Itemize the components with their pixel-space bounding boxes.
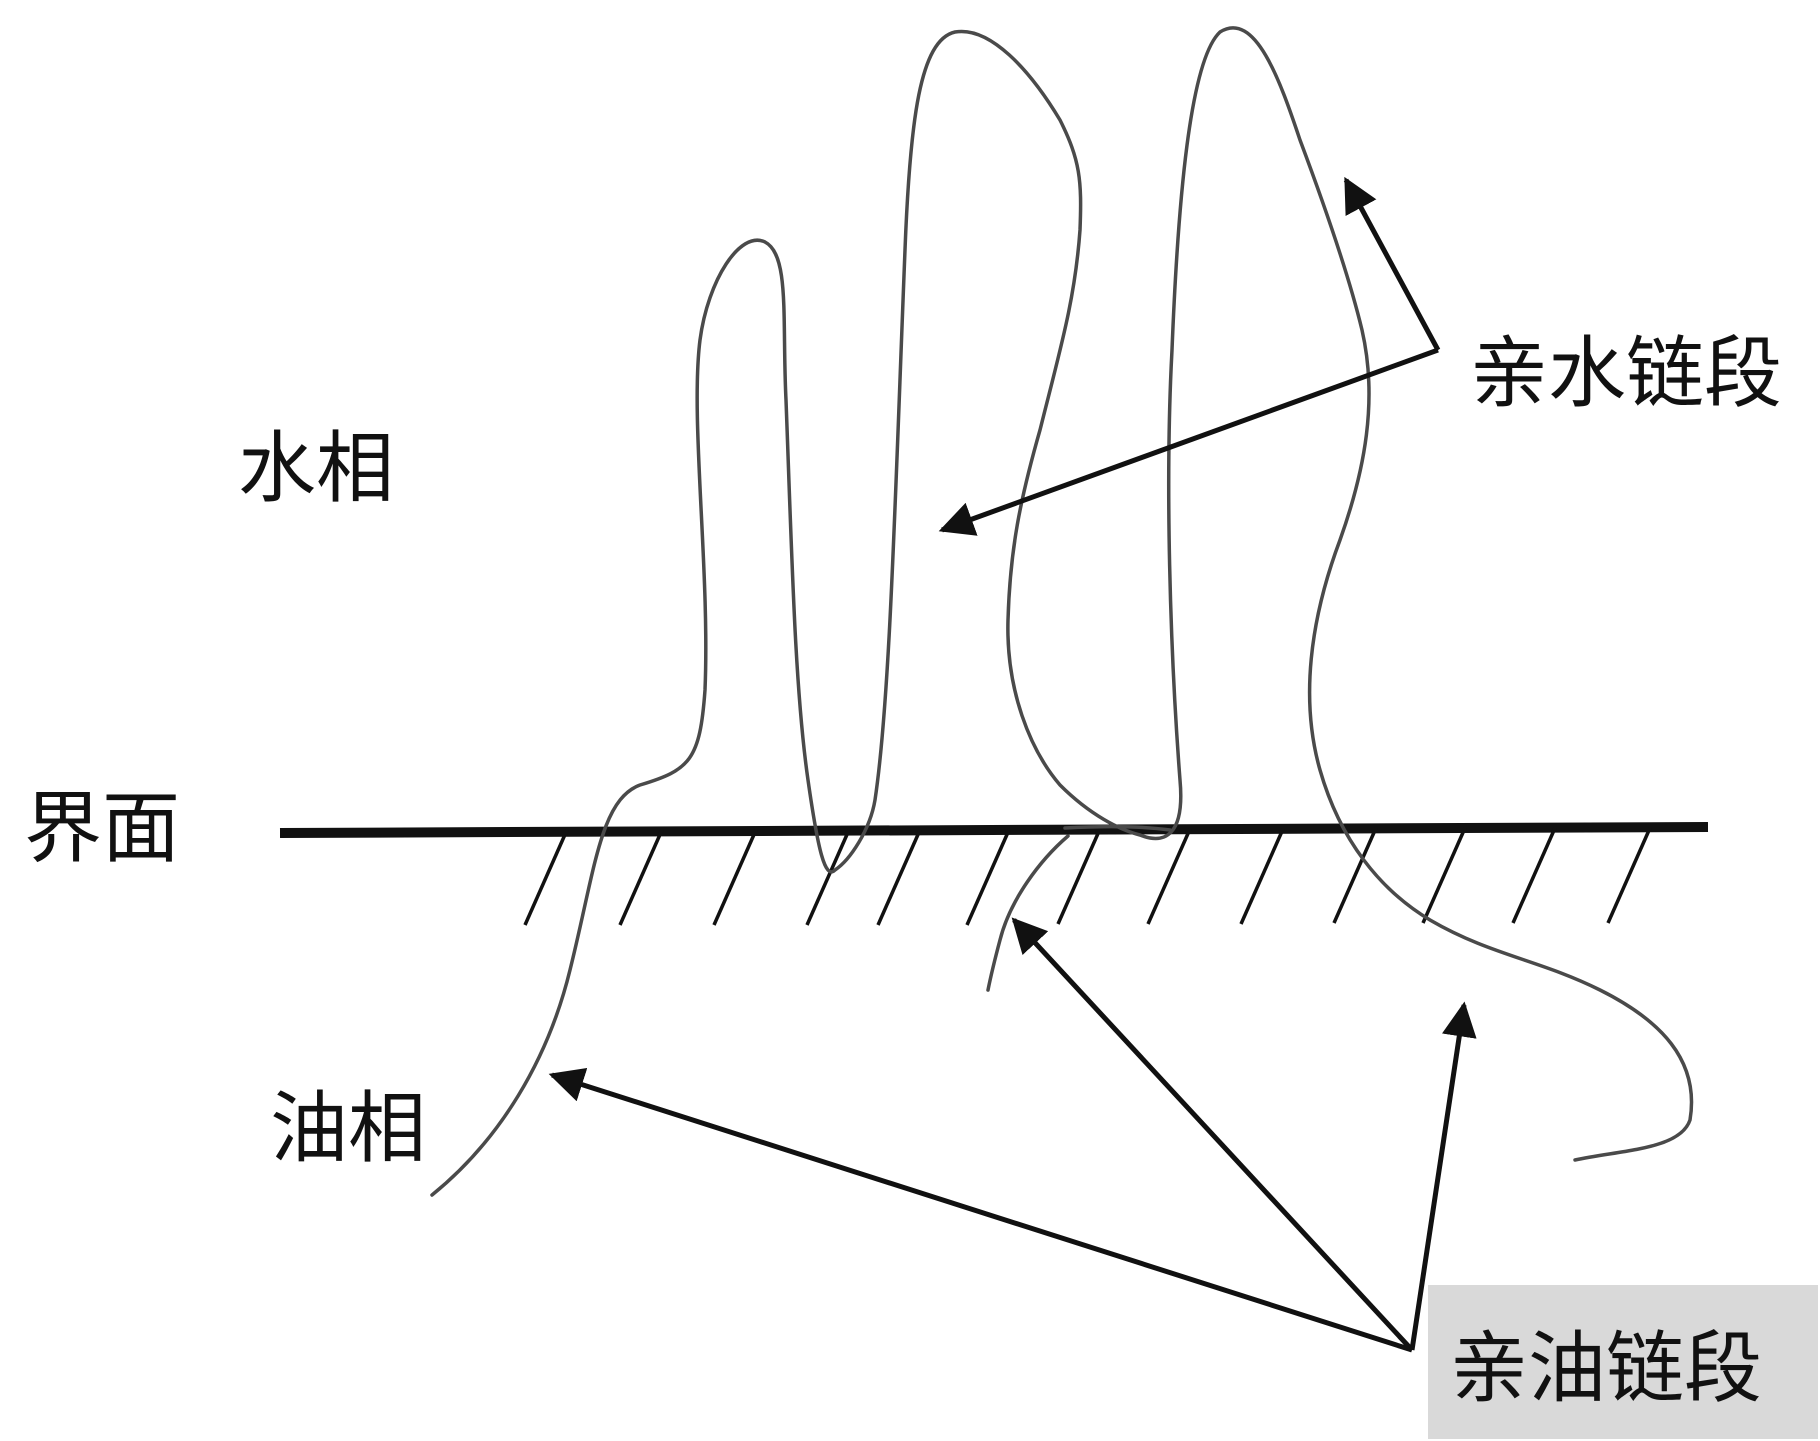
- oil-phase-label: 油相: [270, 1084, 426, 1174]
- polymer-chain: [430, 26, 1694, 1197]
- lipophilic-arrows: [548, 917, 1477, 1353]
- hydrophilic-segment-label: 亲水链段: [1470, 329, 1782, 419]
- lipophilic-segment-label: 亲油链段: [1450, 1324, 1762, 1414]
- hydrophilic-arrows: [938, 176, 1441, 536]
- polymer-chain-loop: [986, 834, 1070, 992]
- interface-hatching: [523, 827, 1652, 926]
- water-phase-label: 水相: [238, 424, 394, 514]
- lipophilic-label-box: [1428, 1285, 1818, 1439]
- interface-label: 界面: [24, 784, 180, 874]
- interface-line: [279, 822, 1709, 838]
- polymer-chain-base: [1063, 824, 1172, 832]
